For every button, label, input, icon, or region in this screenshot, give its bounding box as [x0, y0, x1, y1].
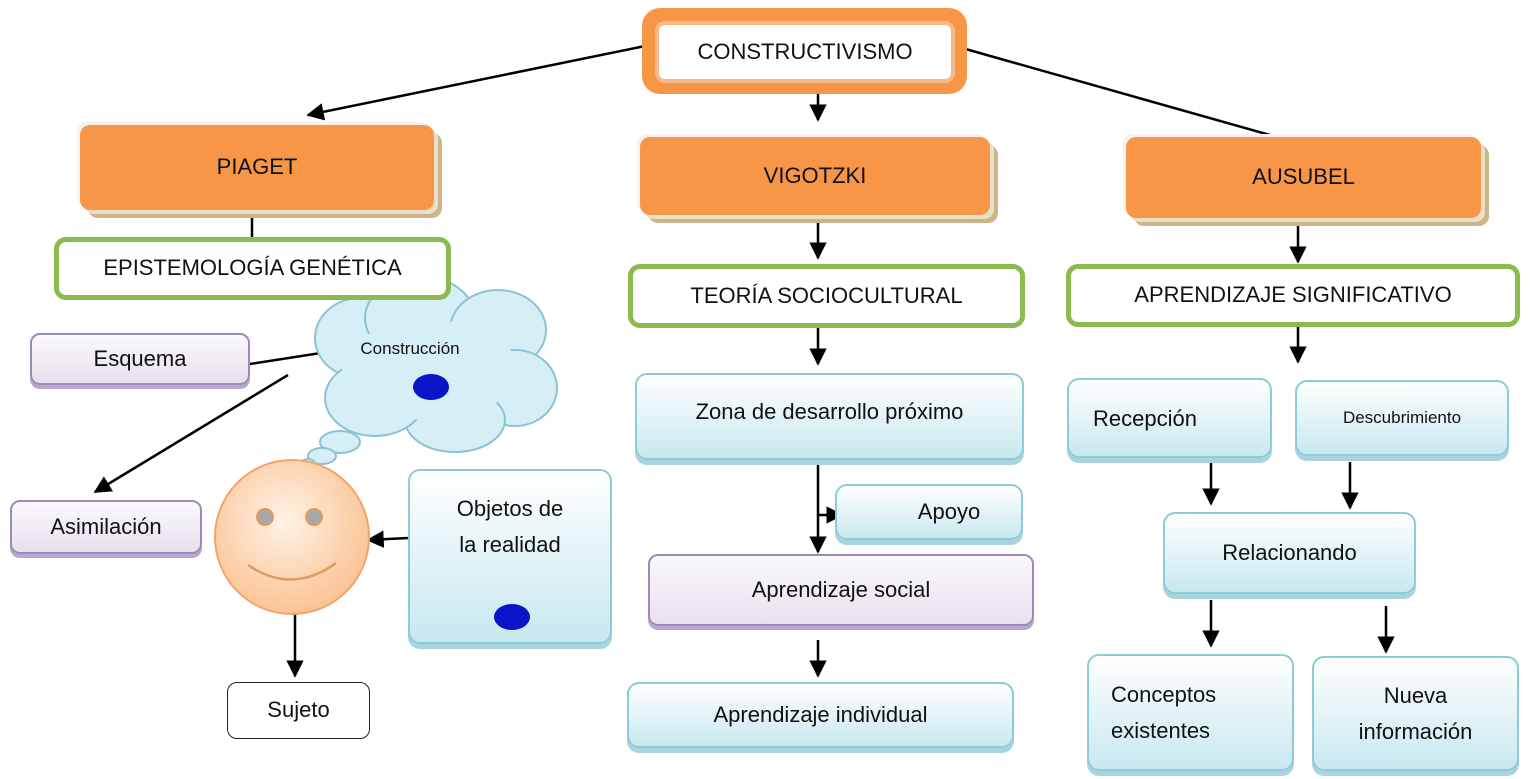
node-sujeto: Sujeto: [227, 682, 370, 739]
node-vigotzki: VIGOTZKI: [640, 137, 990, 215]
node-epistemologia-label: EPISTEMOLOGÍA GENÉTICA: [103, 255, 402, 281]
node-aprendizaje-significativo: APRENDIZAJE SIGNIFICATIVO: [1066, 264, 1520, 327]
node-relacionando: Relacionando: [1163, 512, 1416, 594]
arrow-to-piaget: [306, 43, 651, 121]
node-epistemologia: EPISTEMOLOGÍA GENÉTICA: [54, 237, 451, 300]
node-asimilacion-label: Asimilación: [50, 513, 162, 539]
node-relacionando-label: Relacionando: [1222, 539, 1357, 565]
node-zona-desarrollo: Zona de desarrollo próximo: [635, 373, 1024, 460]
node-aprendizaje-individual: Aprendizaje individual: [627, 682, 1014, 748]
node-ausubel-label: AUSUBEL: [1252, 164, 1355, 190]
node-zona-desarrollo-label: Zona de desarrollo próximo: [695, 399, 964, 424]
node-aprendizaje-significativo-label: APRENDIZAJE SIGNIFICATIVO: [1134, 282, 1452, 308]
node-apoyo: Apoyo: [835, 484, 1023, 540]
node-aprendizaje-individual-label: Aprendizaje individual: [713, 701, 928, 727]
node-recepcion-label: Recepción: [1093, 406, 1197, 431]
node-objetos-realidad: Objetos de la realidad: [408, 469, 612, 644]
node-nueva-informacion: Nueva información: [1312, 656, 1519, 771]
node-recepcion: Recepción: [1067, 378, 1272, 458]
node-nueva-line1: Nueva: [1383, 682, 1448, 708]
node-teoria-sociocultural: TEORÍA SOCIOCULTURAL: [628, 264, 1025, 328]
arrow-to-ausubel: [961, 46, 1332, 157]
node-conceptos-line1: Conceptos: [1111, 681, 1217, 707]
node-nueva-line2: información: [1358, 718, 1473, 744]
node-piaget-label: PIAGET: [216, 154, 298, 180]
smiley-face-icon: [214, 459, 370, 615]
node-objetos-line2: la realidad: [459, 532, 561, 557]
node-piaget: PIAGET: [80, 125, 434, 210]
node-aprendizaje-social-label: Aprendizaje social: [751, 576, 931, 602]
arrow-to-asimilacion: [93, 373, 289, 494]
node-aprendizaje-social: Aprendizaje social: [648, 554, 1034, 626]
node-sujeto-label: Sujeto: [267, 697, 330, 723]
thought-cloud: [300, 275, 558, 470]
construccion-dot-icon: [413, 374, 449, 400]
node-ausubel: AUSUBEL: [1126, 137, 1481, 218]
node-teoria-sociocultural-label: TEORÍA SOCIOCULTURAL: [690, 282, 963, 308]
node-construccion-label: Construcción: [360, 339, 460, 359]
node-descubrimiento: Descubrimiento: [1295, 380, 1509, 456]
node-esquema-label: Esquema: [93, 345, 187, 371]
node-conceptos-line2: existentes: [1111, 717, 1211, 743]
node-conceptos-existentes: Conceptos existentes: [1087, 654, 1294, 771]
node-descubrimiento-label: Descubrimiento: [1342, 408, 1462, 427]
node-asimilacion: Asimilación: [10, 500, 202, 554]
arrow-objetos-face: [366, 530, 409, 548]
objetos-dot-icon: [494, 604, 530, 630]
node-vigotzki-label: VIGOTZKI: [763, 162, 867, 188]
root-node-label: CONSTRUCTIVISMO: [697, 39, 913, 64]
node-apoyo-label: Apoyo: [917, 498, 981, 524]
node-esquema: Esquema: [30, 333, 250, 385]
node-construccion: Construcción: [345, 335, 475, 363]
root-node: CONSTRUCTIVISMO: [655, 21, 955, 83]
node-objetos-line1: Objetos de: [456, 496, 564, 521]
